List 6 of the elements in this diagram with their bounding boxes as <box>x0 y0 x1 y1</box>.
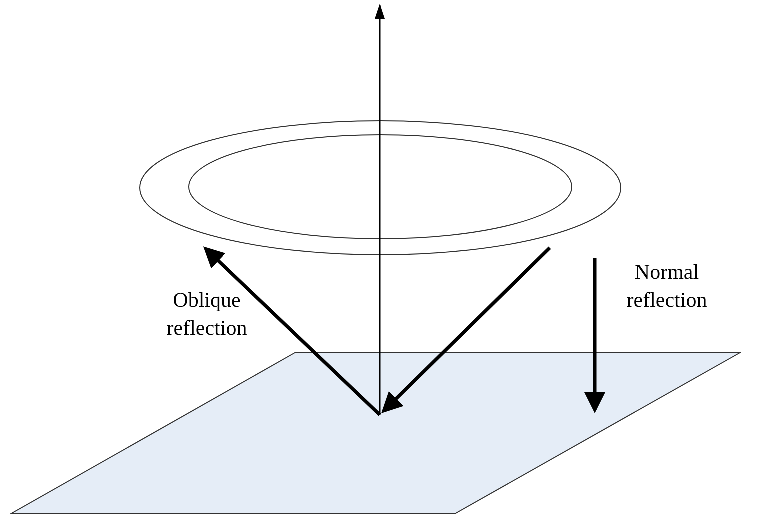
arrow <box>382 246 552 414</box>
arrow <box>584 258 606 414</box>
arrow-label: Oblique reflection <box>166 287 248 342</box>
arrow <box>203 246 382 416</box>
arrow-label: Normal reflection <box>626 259 708 314</box>
arrow <box>375 4 385 415</box>
